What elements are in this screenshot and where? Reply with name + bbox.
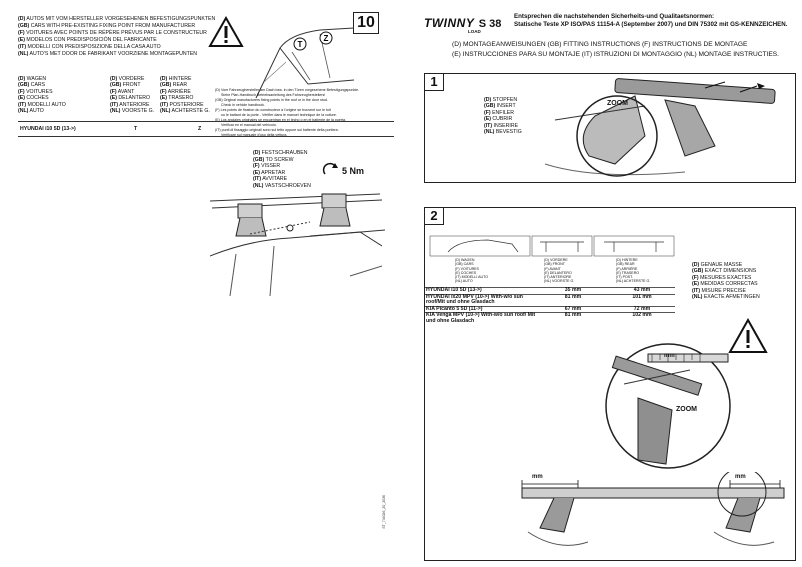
step-2-bar-illustration	[521, 472, 785, 546]
fitment-table: HYUNDAI i10 5D (13->) 35 mm 43 mm HYUNDA…	[425, 287, 675, 325]
instructions-title: (D) MONTAGEANWEISUNGEN (GB) FITTING INST…	[452, 41, 780, 58]
step-2-dimension-icons	[429, 235, 675, 257]
step-2-number: 2	[425, 208, 444, 225]
table-row: KIA Picanto 5 5D (11->) 67 mm 72 mm	[425, 305, 675, 313]
marker-z: Z	[324, 34, 329, 43]
measure-labels: (D) GENAUE MASSE (GB) EXACT DIMENSIONS (…	[692, 262, 760, 301]
car-labels-table: (D) WAGEN (GB) CARS (F) VOITURES (E) COC…	[18, 76, 394, 120]
step-1-zoom-label: ZOOM	[607, 100, 628, 107]
step-2-col-front: (D) VORDERE(GB) FRONT (F) AVANT(E) DELAN…	[544, 258, 575, 284]
fixing-point-notes: (D) Vom Fahrzeughersteller am Dach bzw. …	[215, 88, 360, 137]
col-front: (D) VORDERE (GB) FRONT (F) AVANT (E) DEL…	[110, 76, 155, 115]
step-2-col-car: (D) WAGEN(GB) CARS (F) VOITURES(E) COCHE…	[455, 258, 489, 284]
car-roof-illustration: T Z	[255, 27, 355, 99]
torque-wrench-icon	[322, 162, 338, 175]
table-row: HYUNDAI ix20 MPV (10->) With-w/o sun roo…	[425, 293, 675, 307]
step-1-labels: (D) STOPFEN (GB) INSERT (F) ENFILER (E) …	[484, 97, 522, 136]
torque-value: 5 Nm	[342, 166, 365, 176]
col-rear: (D) HINTERE (GB) REAR (F) ARRIÈRE (E) TR…	[160, 76, 210, 115]
table-row: HYUNDAI i10 5D (13->) 35 mm 43 mm	[425, 287, 675, 295]
torque-labels: (D) FESTSCHRAUBEN (GB) TO SCREW (F) VISS…	[253, 150, 311, 189]
foot-mounting-illustration	[210, 193, 385, 296]
step-2-zoom-label: ZOOM	[676, 406, 697, 413]
bar-mm-label-right: mm	[735, 474, 746, 480]
step-2-mm-label: mm	[664, 353, 675, 359]
warning-icon	[728, 318, 768, 353]
document-code: ST_744026_20_2036	[382, 495, 386, 529]
step-1-illustration	[544, 78, 776, 177]
table-row: HYUNDAI i10 5D (13->) T Z	[18, 121, 394, 137]
step-1-panel: 1 ZOOM	[424, 73, 796, 183]
col-cars: (D) WAGEN (GB) CARS (F) VOITURES (E) COC…	[18, 76, 66, 115]
bar-mm-label-left: mm	[532, 474, 543, 480]
warning-icon	[208, 16, 244, 47]
step-2-zoom-illustration	[605, 343, 731, 469]
step-2-col-rear: (D) HINTERE(GB) REAR (F) ARRIÈRE(E) TRAS…	[616, 258, 651, 284]
left-header-lines: (D) AUTOS MIT VOM HERSTELLER VORGESEHENE…	[18, 16, 216, 57]
brand-logo: TWINNY S 38 LOAD	[424, 16, 502, 34]
marker-t: T	[298, 40, 303, 49]
norms-text: Entsprechen die nachstehenden Sicherheit…	[514, 13, 788, 28]
table-row: KIA Venga MPV (10->) With-w/o sun roof/ …	[425, 312, 675, 325]
step-1-number: 1	[425, 74, 444, 91]
step-2-panel: 2	[424, 207, 796, 561]
page-number: 10	[353, 12, 379, 34]
